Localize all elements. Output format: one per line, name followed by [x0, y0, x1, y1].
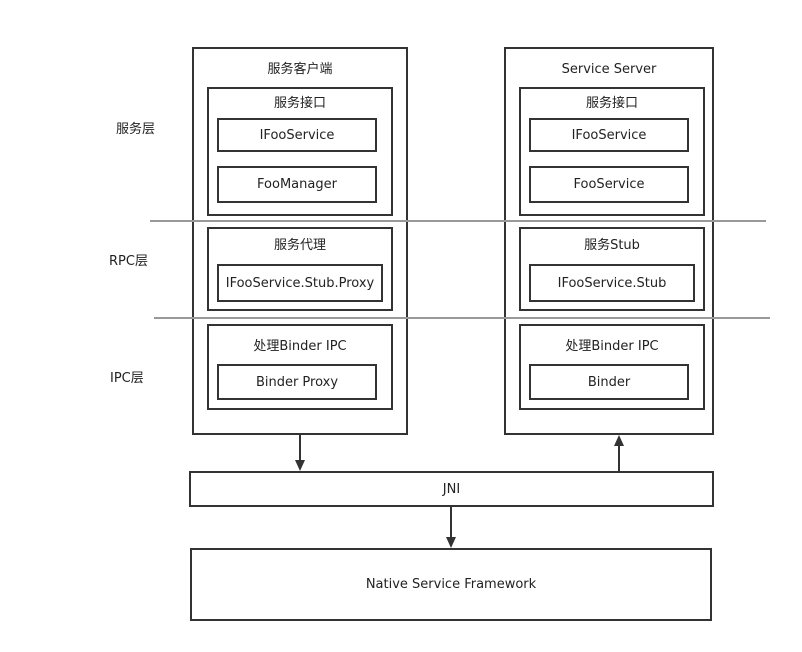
server-title: Service Server — [561, 62, 657, 77]
client-ipc-item: Binder Proxy — [217, 364, 377, 400]
arrow-client-to-jni — [295, 435, 305, 471]
layer-label-service: 服务层 — [116, 122, 156, 137]
server-ipc-item: Binder — [529, 364, 689, 400]
client-proxy-title: 服务代理 — [273, 238, 326, 253]
layer-divider — [154, 317, 770, 319]
layer-divider — [150, 220, 766, 222]
server-interface-item: IFooService — [529, 118, 689, 152]
layer-label-ipc: IPC层 — [110, 371, 144, 386]
server-stub-item: IFooService.Stub — [529, 264, 695, 302]
server-ipc-title: 处理Binder IPC — [565, 339, 659, 354]
arrow-jni-to-framework — [446, 507, 456, 548]
server-stub-title: 服务Stub — [584, 238, 640, 253]
layer-label-rpc: RPC层 — [109, 254, 148, 269]
client-interface-item: IFooService — [217, 118, 377, 152]
client-interface-item: FooManager — [217, 166, 377, 203]
client-interface-title: 服务接口 — [273, 96, 326, 111]
client-title: 服务客户端 — [267, 62, 333, 77]
server-interface-item: FooService — [529, 166, 689, 203]
server-interface-title: 服务接口 — [585, 96, 638, 111]
native-framework-box: Native Service Framework — [190, 548, 712, 621]
arrow-jni-to-server — [614, 435, 624, 471]
client-ipc-title: 处理Binder IPC — [253, 339, 347, 354]
jni-box: JNI — [189, 471, 714, 507]
client-proxy-item: IFooService.Stub.Proxy — [217, 264, 383, 302]
